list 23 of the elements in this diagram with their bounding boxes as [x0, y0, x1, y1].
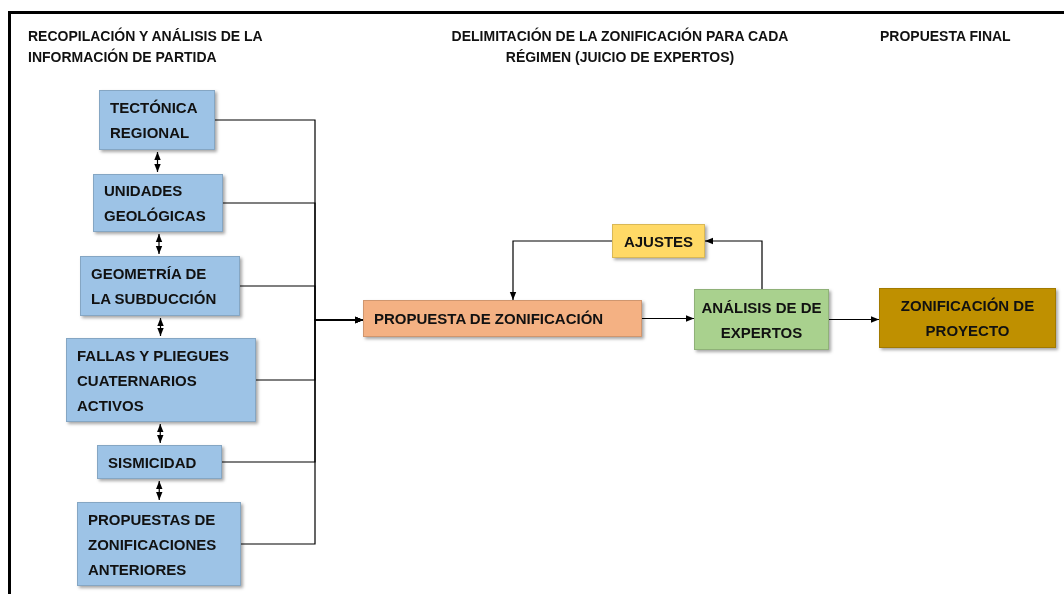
column-heading: RECOPILACIÓN Y ANÁLISIS DE LA INFORMACIÓN DE PARTIDA — [28, 26, 264, 67]
arrow — [828, 316, 880, 323]
process-box: GEOMETRÍA DE LA SUBDUCCIÓN — [80, 256, 240, 316]
arrow — [154, 151, 161, 173]
arrow — [155, 480, 163, 501]
column-heading: DELIMITACIÓN DE LA ZONIFICACIÓN PARA CADA RÉGIMEN (JUICIO DE EXPERTOS) — [450, 26, 790, 67]
process-box: PROPUESTA DE ZONIFICACIÓN — [363, 300, 642, 337]
arrow — [156, 423, 164, 444]
process-box: PROPUESTAS DE ZONIFICACIONES ANTERIORES — [77, 502, 241, 586]
arrow — [155, 233, 163, 255]
process-box: ZONIFICACIÓN DE PROYECTO — [879, 288, 1056, 348]
process-box: ANÁLISIS DE DE EXPERTOS — [694, 289, 829, 350]
arrow — [240, 316, 364, 545]
arrow — [509, 240, 613, 301]
process-box: SISMICIDAD — [97, 445, 222, 479]
column-heading: PROPUESTA FINAL — [880, 27, 1012, 46]
process-box: AJUSTES — [612, 224, 705, 258]
arrow — [641, 315, 695, 322]
process-box: TECTÓNICA REGIONAL — [99, 90, 215, 150]
process-box: UNIDADES GEOLÓGICAS — [93, 174, 223, 232]
arrow — [704, 237, 763, 290]
arrow — [157, 317, 164, 337]
process-box: FALLAS Y PLIEGUES CUATERNARIOS ACTIVOS — [66, 338, 256, 422]
